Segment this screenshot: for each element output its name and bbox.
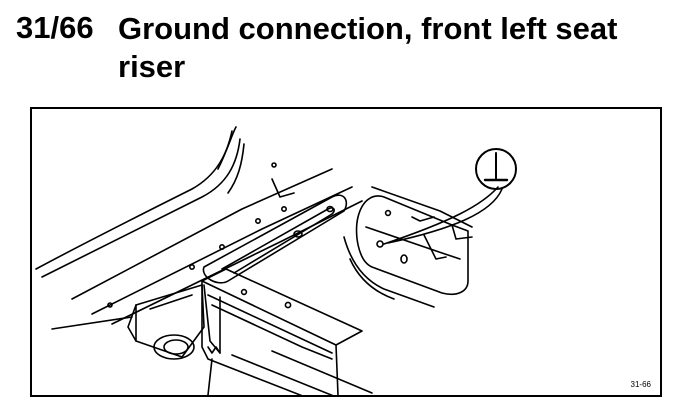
rail-hole [189, 264, 196, 271]
lower-line-2 [51, 316, 133, 330]
ground-bracket-side-2 [451, 224, 473, 240]
ground-bolt-hole [376, 240, 384, 248]
section-number: 31/66 [16, 10, 94, 45]
riser-hole [284, 301, 292, 309]
riser-lower-rail-2 [271, 350, 373, 394]
sill-outer-curve [35, 130, 233, 270]
page-title: Ground connection, front left seat riser [118, 11, 618, 84]
ground-bracket-side [411, 216, 435, 222]
ground-bracket-body [355, 195, 469, 296]
floor-rail-lower [111, 200, 363, 325]
figure-code: 31-66 [630, 380, 651, 389]
riser-end-teeth [207, 346, 221, 354]
rail-hole [271, 162, 277, 168]
bracket-hole [384, 209, 392, 217]
riser-flange-2 [211, 304, 333, 360]
pillar-edge [217, 126, 237, 170]
bracket-hole [400, 254, 408, 264]
ground-bracket-inner [365, 226, 461, 260]
riser-flange [207, 294, 333, 354]
riser-end-cap [203, 284, 221, 354]
rail-hole [219, 244, 226, 251]
riser-hole [240, 288, 248, 296]
rail-hole [107, 302, 113, 308]
beam-hole [293, 230, 303, 238]
lower-line [207, 358, 213, 395]
floor-rail-fold [271, 178, 295, 198]
beam-hole [326, 205, 334, 213]
riser-side [335, 344, 339, 395]
bracket-pocket [423, 234, 447, 260]
rail-hole [281, 206, 288, 213]
pillar-edge-2 [227, 143, 245, 194]
page-heading: 31/66 Ground connection, front left seat… [16, 10, 676, 86]
ground-bracket-flange [343, 236, 435, 308]
callout-leader [383, 186, 499, 245]
floor-rail-bottom [91, 186, 353, 315]
bracket-boss-inner [163, 339, 189, 355]
bracket-edge-2 [149, 294, 193, 310]
callout-leader-2 [387, 188, 503, 244]
ground-callout-circle [475, 148, 517, 190]
bracket-edge [127, 304, 137, 342]
ground-bracket-flange-2 [349, 258, 395, 300]
riser-top [201, 268, 363, 346]
floor-rail-top [71, 168, 333, 300]
center-beam [202, 194, 348, 284]
bracket-boss [153, 334, 195, 360]
seat-riser-illustration [35, 126, 517, 395]
figure-frame: 31-66 [30, 107, 662, 397]
riser-front [201, 280, 303, 395]
rail-hole [255, 218, 262, 225]
sill-inner-curve [41, 138, 241, 278]
riser-lower-rail [231, 354, 334, 395]
